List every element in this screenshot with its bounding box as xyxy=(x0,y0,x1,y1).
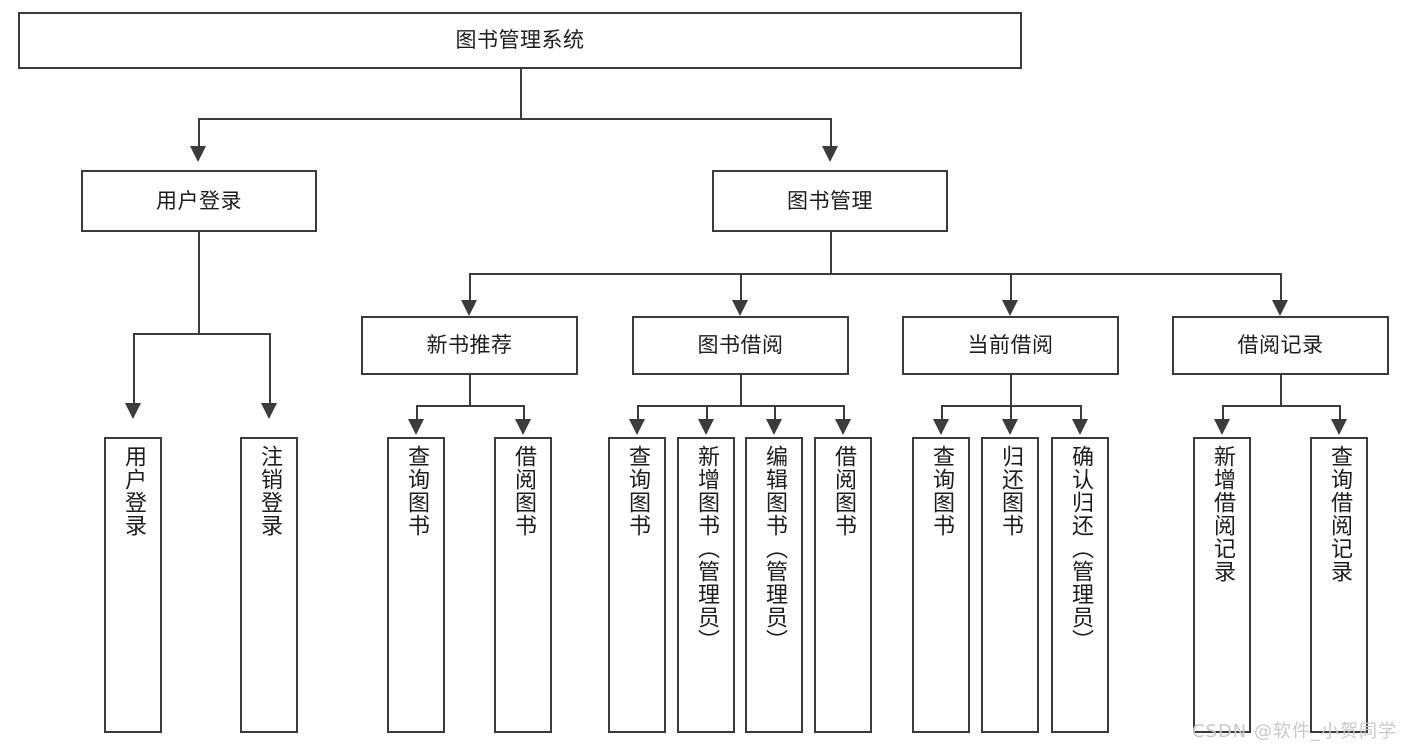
node-user-login[interactable]: 用户登录 xyxy=(81,170,317,232)
connector-user-login-to-leaf-1 xyxy=(133,333,135,405)
connector-user-login-stem xyxy=(198,232,200,334)
connector-borrow-record-stem xyxy=(1280,375,1282,406)
connector-borrow-record-leaf-1 xyxy=(1222,405,1224,421)
node-label: 借阅图书 xyxy=(510,445,536,537)
node-label: 图书借阅 xyxy=(697,333,784,358)
leaf-query-borrow-record[interactable]: 查询借阅记录 xyxy=(1310,437,1368,733)
connector-current-borrow-leaf-1 xyxy=(941,405,943,421)
arrowhead-borrow-record-leaf-1 xyxy=(1214,419,1230,435)
node-label: 编辑图书（管理员） xyxy=(761,445,787,652)
arrowhead-new-book xyxy=(461,300,477,316)
node-label: 新书推荐 xyxy=(426,333,513,358)
arrowhead-borrow-record-leaf-2 xyxy=(1331,419,1347,435)
connector-book-borrow-leaf-1 xyxy=(637,405,639,421)
connector-to-current-borrow xyxy=(1010,273,1012,302)
node-label: 查询图书 xyxy=(928,445,954,537)
connector-root-stem xyxy=(520,69,522,119)
arrowhead-current-borrow xyxy=(1002,300,1018,316)
node-label: 查询图书 xyxy=(624,445,650,537)
node-label: 归还图书 xyxy=(997,445,1023,537)
node-book-borrow[interactable]: 图书借阅 xyxy=(632,316,849,375)
node-label: 注销登录 xyxy=(256,445,282,537)
connector-to-book-borrow xyxy=(740,273,742,302)
leaf-query-book-recommend[interactable]: 查询图书 xyxy=(387,437,445,733)
node-book-management[interactable]: 图书管理 xyxy=(712,170,948,232)
connector-root-to-user-login xyxy=(198,118,200,148)
arrowhead-new-book-leaf-1 xyxy=(408,419,424,435)
leaf-add-book-admin[interactable]: 新增图书（管理员） xyxy=(677,437,735,733)
node-label: 用户登录 xyxy=(120,445,146,537)
arrowhead-book-borrow-leaf-3 xyxy=(766,419,782,435)
node-label: 借阅图书 xyxy=(830,445,856,537)
node-new-book-recommend[interactable]: 新书推荐 xyxy=(361,316,578,375)
connector-book-borrow-leaf-4 xyxy=(843,405,845,421)
node-root-system[interactable]: 图书管理系统 xyxy=(18,12,1022,69)
leaf-query-book-borrow[interactable]: 查询图书 xyxy=(608,437,666,733)
leaf-borrow-book-recommend[interactable]: 借阅图书 xyxy=(494,437,552,733)
node-current-borrow[interactable]: 当前借阅 xyxy=(902,316,1119,375)
leaf-user-login[interactable]: 用户登录 xyxy=(104,437,162,733)
arrowhead-new-book-leaf-2 xyxy=(515,419,531,435)
arrowhead-book-borrow xyxy=(732,300,748,316)
node-label: 新增借阅记录 xyxy=(1209,445,1235,583)
arrowhead-user-login xyxy=(190,146,206,162)
node-label: 查询借阅记录 xyxy=(1326,445,1352,583)
arrowhead-current-borrow-leaf-1 xyxy=(933,419,949,435)
leaf-return-book[interactable]: 归还图书 xyxy=(981,437,1039,733)
connector-new-book-leaf-2 xyxy=(523,405,525,421)
arrowhead-book-borrow-leaf-1 xyxy=(629,419,645,435)
connector-current-borrow-leaf-2 xyxy=(1010,405,1012,421)
connector-borrow-record-bus xyxy=(1222,405,1339,407)
leaf-edit-book-admin[interactable]: 编辑图书（管理员） xyxy=(745,437,803,733)
connector-to-new-book xyxy=(469,273,471,302)
leaf-add-borrow-record[interactable]: 新增借阅记录 xyxy=(1193,437,1251,733)
leaf-query-book-current[interactable]: 查询图书 xyxy=(912,437,970,733)
leaf-borrow-book[interactable]: 借阅图书 xyxy=(814,437,872,733)
node-label: 图书管理 xyxy=(787,188,873,213)
connector-book-manage-stem xyxy=(830,232,832,274)
node-label: 用户登录 xyxy=(156,188,242,213)
connector-current-borrow-leaf-3 xyxy=(1080,405,1082,421)
node-label: 查询图书 xyxy=(403,445,429,537)
arrowhead-current-borrow-leaf-3 xyxy=(1072,419,1088,435)
node-label: 新增图书（管理员） xyxy=(693,445,719,652)
connector-book-borrow-stem xyxy=(740,375,742,406)
arrowhead-book-manage xyxy=(822,146,838,162)
node-label: 当前借阅 xyxy=(967,333,1054,358)
arrowhead-user-login-leaf-2 xyxy=(261,403,277,419)
arrowhead-user-login-leaf-1 xyxy=(125,403,141,419)
arrowhead-book-borrow-leaf-2 xyxy=(698,419,714,435)
connector-book-manage-bus xyxy=(469,273,1280,275)
leaf-logout[interactable]: 注销登录 xyxy=(240,437,298,733)
connector-new-book-leaf-1 xyxy=(416,405,418,421)
connector-user-login-bus xyxy=(133,333,269,335)
node-borrow-record[interactable]: 借阅记录 xyxy=(1172,316,1389,375)
connector-root-to-book-manage xyxy=(830,118,832,148)
connector-borrow-record-leaf-2 xyxy=(1339,405,1341,421)
connector-current-borrow-stem xyxy=(1010,375,1012,406)
node-label: 借阅记录 xyxy=(1237,333,1324,358)
connector-user-login-to-leaf-2 xyxy=(269,333,271,405)
connector-new-book-stem xyxy=(469,375,471,406)
leaf-confirm-return-admin[interactable]: 确认归还（管理员） xyxy=(1051,437,1109,733)
arrowhead-current-borrow-leaf-2 xyxy=(1002,419,1018,435)
connector-book-borrow-bus xyxy=(637,405,843,407)
connector-book-borrow-leaf-2 xyxy=(706,405,708,421)
arrowhead-book-borrow-leaf-4 xyxy=(835,419,851,435)
watermark-text: CSDN @软件_小贺同学 xyxy=(1191,721,1397,742)
connector-new-book-bus xyxy=(416,405,523,407)
connector-root-bus xyxy=(198,118,831,120)
node-label: 确认归还（管理员） xyxy=(1067,445,1093,652)
connector-to-borrow-record xyxy=(1280,273,1282,302)
connector-book-borrow-leaf-3 xyxy=(774,405,776,421)
node-label: 图书管理系统 xyxy=(455,28,585,53)
arrowhead-borrow-record xyxy=(1272,300,1288,316)
